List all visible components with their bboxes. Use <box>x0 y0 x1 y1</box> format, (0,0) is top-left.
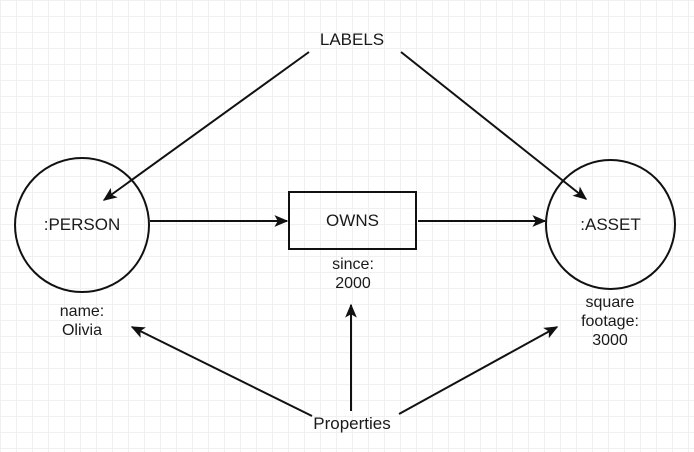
property-owns-line-2: 2000 <box>335 275 371 292</box>
property-person-line-1: name: <box>59 303 105 320</box>
edge-labels-to-asset <box>400 51 588 200</box>
node-person-label: :PERSON <box>43 215 121 234</box>
node-owns[interactable] <box>288 191 417 250</box>
edge-labels-to-person <box>102 51 310 201</box>
node-asset-label: :ASSET <box>580 214 641 234</box>
node-person[interactable] <box>14 157 150 293</box>
labels-annotation: LABELS <box>319 30 385 49</box>
property-asset-line-2: footage: <box>581 313 639 330</box>
node-asset[interactable] <box>545 159 676 290</box>
property-asset-line-3: 3000 <box>592 332 628 349</box>
property-asset-line-1: square <box>585 294 635 311</box>
properties-annotation: Properties <box>313 414 391 433</box>
edge-properties-to-name <box>130 326 313 417</box>
property-owns-line-1: since: <box>332 256 374 273</box>
property-person-line-2: Olivia <box>61 322 102 339</box>
edge-properties-to-footage <box>398 326 559 415</box>
node-owns-label: OWNS <box>326 210 379 230</box>
